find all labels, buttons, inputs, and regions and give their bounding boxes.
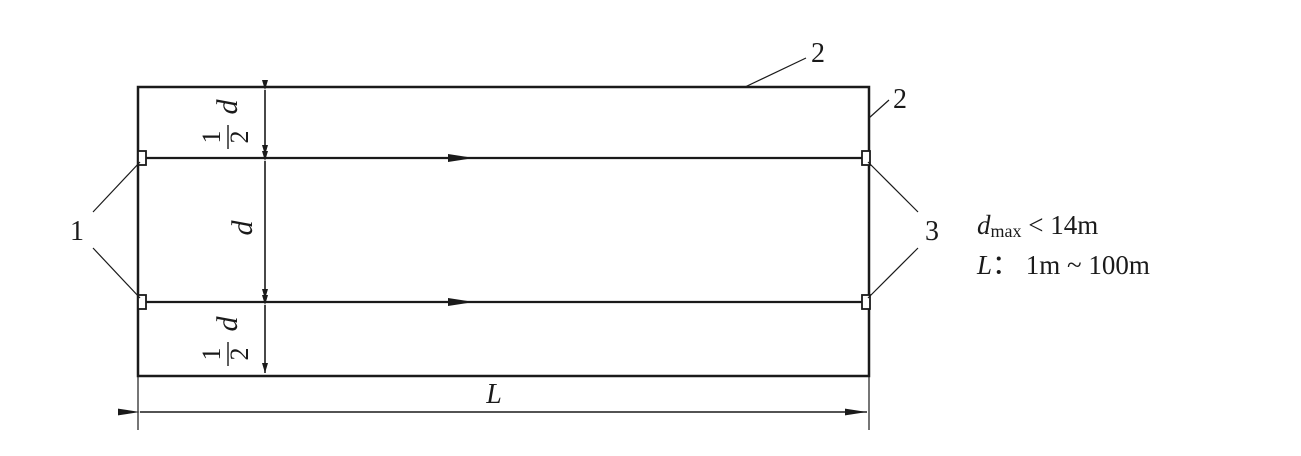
receiver-upper [861,150,871,166]
emitter-lower [137,294,147,310]
enclosure-outline [136,85,871,378]
half-d-top-variable: d [211,99,244,115]
note-dmax-value: < 14m [1021,210,1099,240]
callout-1-label: 1 [70,216,84,247]
callout-1-leader-upper [92,161,141,213]
dim-d-label: d [226,220,259,236]
callout-2-right-label: 2 [893,84,907,115]
callout-3-leader-upper [867,161,919,213]
half-d-top-denominator: 2 [225,131,254,144]
half-d-label-top: 1 2 d [197,99,254,149]
note-dmax: dmax < 14m [977,210,1099,241]
half-d-bottom-denominator: 2 [225,348,254,361]
note-length-range: L： 1m ~ 100m [977,252,1150,279]
half-d-top-numerator: 1 [197,131,226,144]
callout-1-leader-lower [92,247,141,299]
dim-l-label: L [485,379,502,410]
note-dmax-subscript: max [990,221,1022,241]
callout-2-top-label: 2 [811,38,825,69]
callout-2-top-leader [744,57,807,88]
callout-2-right-leader [868,99,890,119]
half-d-bottom-variable: d [211,316,244,332]
half-d-bottom-numerator: 1 [197,348,226,361]
half-d-label-bottom: 1 2 d [197,316,254,366]
receiver-lower [861,294,871,310]
note-length-value: ： 1m ~ 100m [992,250,1150,280]
callout-3-label: 3 [925,216,939,247]
dim-d-label-group: d [226,220,259,236]
note-length-variable: L [977,250,993,280]
emitter-upper [137,150,147,166]
beam-direction-arrow-upper [448,154,474,162]
note-dmax-variable: d [977,210,991,240]
callout-3-leader-lower [867,247,919,299]
beam-direction-arrow-lower [448,298,474,306]
